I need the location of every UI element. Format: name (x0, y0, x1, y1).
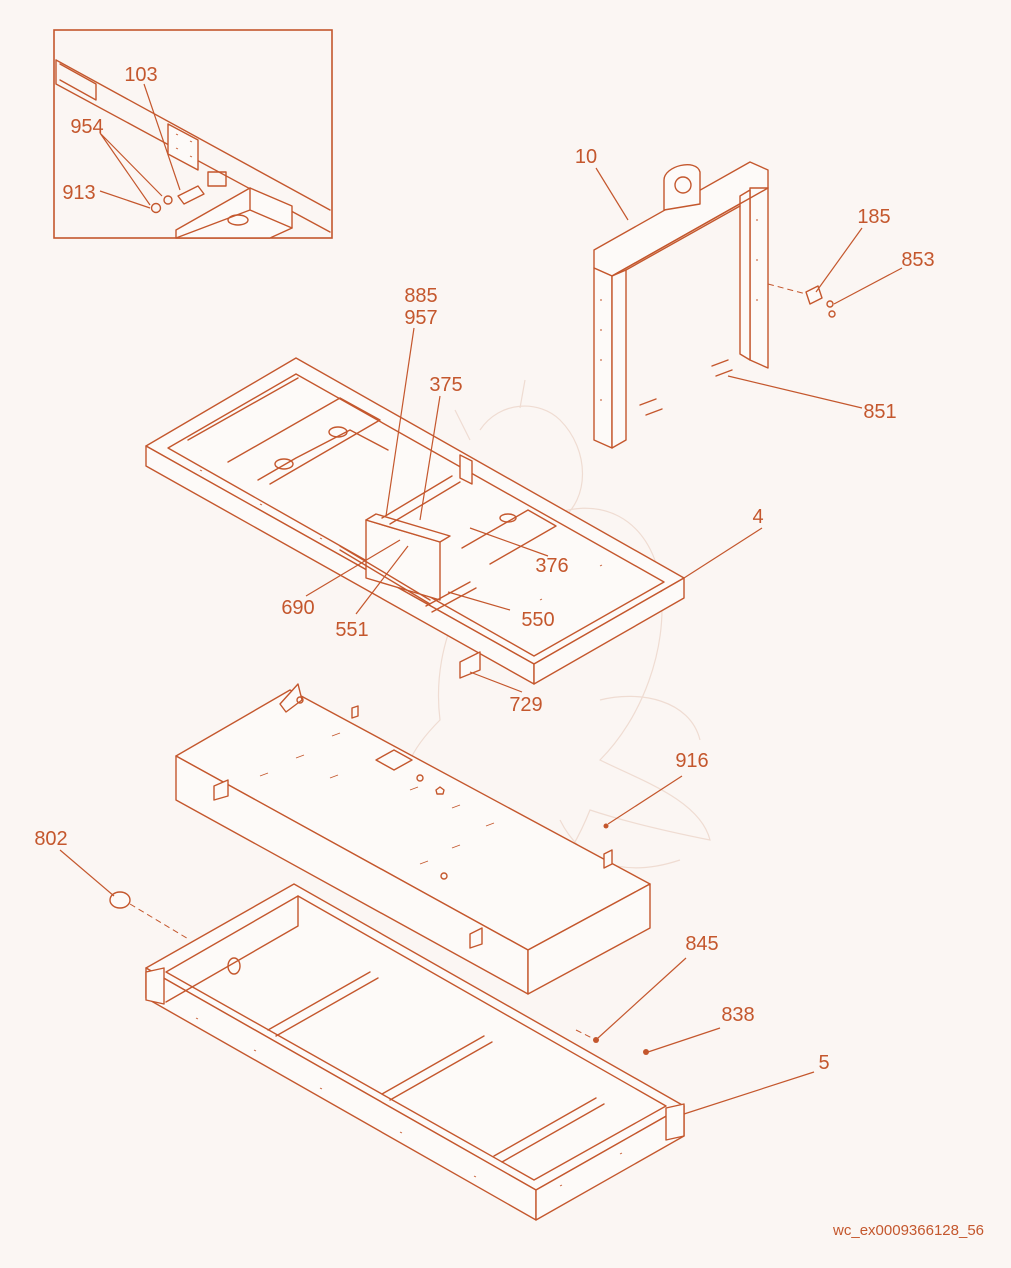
callout-913: 913 (62, 182, 95, 204)
callout-690: 690 (281, 597, 314, 619)
lifting-bail: 10 185 853 851 (575, 146, 935, 449)
callout-5: 5 (818, 1052, 829, 1074)
callout-729: 729 (509, 694, 542, 716)
callout-853: 853 (901, 249, 934, 271)
base-tray: 802 845 838 5 (34, 828, 830, 1221)
callout-838: 838 (721, 1004, 754, 1026)
callout-885: 885 (404, 285, 437, 307)
callout-845: 845 (685, 933, 718, 955)
callout-954: 954 (70, 116, 103, 138)
callout-375: 375 (429, 374, 462, 396)
callout-185: 185 (857, 206, 890, 228)
callout-103: 103 (124, 64, 157, 86)
callout-851: 851 (863, 401, 896, 423)
upper-frame: 885 957 375 376 4 690 551 550 729 (145, 285, 764, 716)
inset-detail: 103 954 913 (53, 29, 333, 239)
callout-916: 916 (675, 750, 708, 772)
callout-4: 4 (752, 506, 763, 528)
callout-10: 10 (575, 146, 597, 168)
figure-id: wc_ex0009366128_56 (832, 1222, 984, 1239)
cover-panel: 916 (175, 683, 709, 995)
callout-957: 957 (404, 307, 437, 329)
callout-802: 802 (34, 828, 67, 850)
callout-376: 376 (535, 555, 568, 577)
callout-551: 551 (335, 619, 368, 641)
callout-550: 550 (521, 609, 554, 631)
